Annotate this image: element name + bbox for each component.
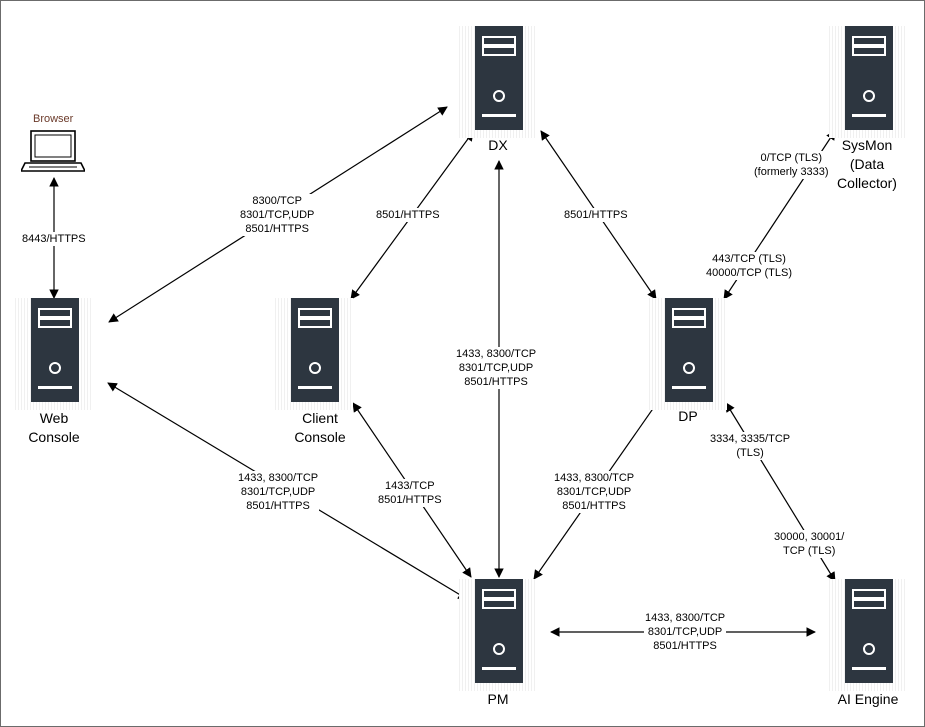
browser-label: Browser bbox=[33, 113, 74, 125]
edge-label-pm-ai: 1433, 8300/TCP 8301/TCP,UDP 8501/HTTPS bbox=[644, 611, 727, 653]
edge-label-client-dx: 8501/HTTPS bbox=[375, 208, 441, 222]
edge-label-web-dx: 8300/TCP 8301/TCP,UDP 8501/HTTPS bbox=[239, 194, 316, 236]
sysmon-label: SysMon (Data Collector) bbox=[837, 137, 897, 191]
server-icon bbox=[665, 298, 713, 402]
client-console-label: Client Console bbox=[294, 410, 346, 445]
laptop-icon bbox=[21, 130, 85, 172]
server-icon bbox=[845, 26, 893, 130]
edge-label-dp-sysmon-upper: 0/TCP (TLS) (formerly 3333) bbox=[753, 151, 830, 179]
edge-label-dp-ai-upper: 3334, 3335/TCP (TLS) bbox=[709, 432, 792, 460]
edge-label-dp-ai-lower: 30000, 30001/ TCP (TLS) bbox=[773, 530, 846, 558]
ai-engine-label: AI Engine bbox=[837, 691, 899, 707]
server-icon bbox=[31, 298, 79, 402]
server-icon bbox=[475, 26, 523, 130]
server-icon bbox=[475, 579, 523, 683]
dx-label: DX bbox=[488, 137, 508, 153]
edge-label-browser-web: 8443/HTTPS bbox=[21, 232, 87, 246]
edge-label-client-pm: 1433/TCP 8501/HTTPS bbox=[377, 479, 443, 507]
edge-label-dx-pm: 1433, 8300/TCP 8301/TCP,UDP 8501/HTTPS bbox=[455, 347, 538, 389]
edge-label-web-pm: 1433, 8300/TCP 8301/TCP,UDP 8501/HTTPS bbox=[237, 471, 320, 513]
edge-label-dp-sysmon-lower: 443/TCP (TLS) 40000/TCP (TLS) bbox=[705, 252, 794, 280]
web-console-label: Web Console bbox=[28, 410, 80, 445]
edge-label-pm-dp: 1433, 8300/TCP 8301/TCP,UDP 8501/HTTPS bbox=[553, 471, 636, 513]
server-icon bbox=[291, 298, 339, 402]
edge-label-dx-dp: 8501/HTTPS bbox=[563, 208, 629, 222]
pm-label: PM bbox=[487, 691, 509, 707]
dp-label: DP bbox=[678, 408, 698, 424]
server-icon bbox=[845, 579, 893, 683]
